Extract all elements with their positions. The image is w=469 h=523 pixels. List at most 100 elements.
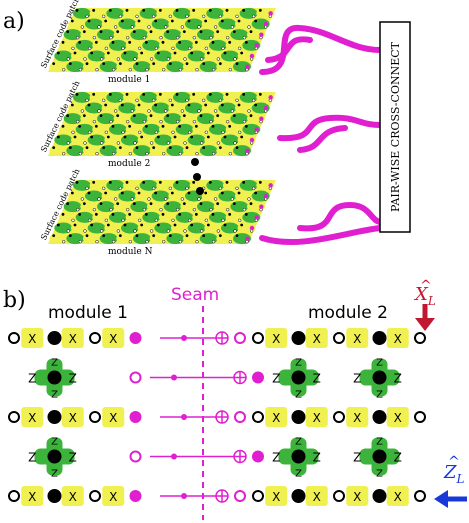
x-stabilizer-label: X bbox=[28, 490, 36, 504]
data-qubit bbox=[140, 223, 144, 227]
ancilla-qubit bbox=[85, 98, 89, 102]
x-stabilizer-tile bbox=[102, 328, 125, 348]
ancilla-qubit bbox=[126, 36, 130, 40]
data-qubit bbox=[194, 40, 198, 44]
edge-qubit bbox=[249, 53, 255, 59]
ancilla-qubit bbox=[114, 109, 118, 113]
ancilla-qubit bbox=[121, 130, 125, 134]
data-qubit bbox=[90, 51, 94, 55]
data-qubit bbox=[242, 8, 246, 12]
ancilla-qubit bbox=[138, 218, 142, 222]
ancilla-qubit bbox=[214, 109, 218, 113]
edge-qubit bbox=[254, 43, 259, 48]
ancilla-qubit bbox=[116, 57, 120, 61]
ancilla-qubit bbox=[89, 411, 101, 423]
x-stabilizer-tile bbox=[265, 486, 288, 506]
cable-module-1 bbox=[259, 24, 383, 75]
ancilla-qubit bbox=[138, 46, 142, 50]
z-stabilizer-label: Z bbox=[295, 469, 302, 480]
ancilla-qubit bbox=[252, 332, 264, 344]
data-qubit bbox=[152, 62, 156, 66]
data-qubit bbox=[220, 19, 224, 23]
data-qubit bbox=[211, 124, 215, 128]
z-stabilizer-label: Z bbox=[28, 372, 36, 386]
data-qubit bbox=[92, 180, 96, 184]
data-qubit bbox=[240, 51, 244, 55]
cable-module-2-b bbox=[297, 125, 348, 153]
data-qubit bbox=[216, 202, 220, 206]
data-qubit bbox=[185, 62, 189, 66]
x-stabilizer-label: X bbox=[69, 490, 77, 504]
data-qubit bbox=[116, 202, 120, 206]
data-qubit bbox=[73, 51, 77, 55]
x-stabilizer-tile bbox=[21, 486, 44, 506]
ancilla-qubit bbox=[252, 490, 264, 502]
data-qubit bbox=[118, 146, 122, 150]
ancilla-qubit bbox=[242, 208, 246, 212]
ancilla-qubit bbox=[78, 68, 82, 72]
ancilla-qubit bbox=[133, 229, 137, 233]
ancilla-qubit bbox=[116, 141, 120, 145]
data-qubit bbox=[202, 234, 206, 238]
data-qubit bbox=[144, 40, 148, 44]
data-qubit bbox=[170, 103, 174, 107]
data-qubit bbox=[104, 19, 108, 23]
x-stabilizer-label: X bbox=[109, 490, 117, 504]
x-stabilizer-tile bbox=[61, 328, 84, 348]
ancilla-qubit bbox=[88, 46, 92, 50]
ellipsis-dot bbox=[196, 187, 204, 195]
ancilla-qubit bbox=[85, 186, 89, 190]
edge-qubit bbox=[254, 215, 259, 220]
data-qubit bbox=[372, 410, 387, 424]
data-qubit bbox=[135, 146, 139, 150]
data-qubit bbox=[47, 370, 62, 385]
ancilla-qubit bbox=[164, 109, 168, 113]
data-qubit bbox=[258, 8, 262, 12]
data-qubit bbox=[291, 331, 306, 345]
data-qubit bbox=[137, 191, 141, 195]
seam-ancilla bbox=[234, 490, 246, 502]
data-qubit bbox=[242, 92, 246, 96]
data-qubit bbox=[220, 103, 224, 107]
ancilla-qubit bbox=[185, 186, 189, 190]
data-qubit bbox=[75, 92, 79, 96]
ancilla-qubit bbox=[176, 36, 180, 40]
ancilla-qubit bbox=[76, 36, 80, 40]
ancilla-qubit bbox=[209, 36, 213, 40]
data-qubit bbox=[225, 180, 229, 184]
data-qubit bbox=[208, 8, 212, 12]
ancilla-qubit bbox=[145, 152, 149, 156]
ancilla-qubit bbox=[176, 120, 180, 124]
edge-qubit bbox=[254, 127, 259, 132]
data-qubit bbox=[175, 8, 179, 12]
data-qubit bbox=[258, 92, 262, 96]
ancilla-qubit bbox=[66, 229, 70, 233]
ancilla-qubit bbox=[171, 46, 175, 50]
logical-x-hat: ^ bbox=[420, 278, 432, 294]
edge-qubit bbox=[245, 236, 250, 241]
x-stabilizer-tile bbox=[346, 486, 369, 506]
data-qubit bbox=[47, 410, 62, 424]
data-qubit bbox=[66, 114, 70, 118]
data-qubit bbox=[240, 135, 244, 139]
ancilla-qubit bbox=[252, 411, 264, 423]
ancilla-qubit bbox=[147, 25, 151, 29]
data-qubit bbox=[206, 51, 210, 55]
ancilla-qubit bbox=[247, 197, 251, 201]
ancilla-qubit bbox=[89, 332, 101, 344]
x-stabilizer-tile bbox=[386, 486, 409, 506]
data-qubit bbox=[228, 40, 232, 44]
data-qubit bbox=[223, 51, 227, 55]
data-qubit bbox=[149, 202, 153, 206]
ancilla-qubit bbox=[228, 240, 232, 244]
data-qubit bbox=[194, 212, 198, 216]
seam-ancilla bbox=[234, 332, 246, 344]
ancilla-qubit bbox=[247, 109, 251, 113]
data-qubit bbox=[142, 180, 146, 184]
ancilla-qubit bbox=[66, 141, 70, 145]
ancilla-qubit bbox=[80, 25, 84, 29]
data-qubit bbox=[218, 234, 222, 238]
data-qubit bbox=[144, 212, 148, 216]
data-qubit bbox=[102, 234, 106, 238]
